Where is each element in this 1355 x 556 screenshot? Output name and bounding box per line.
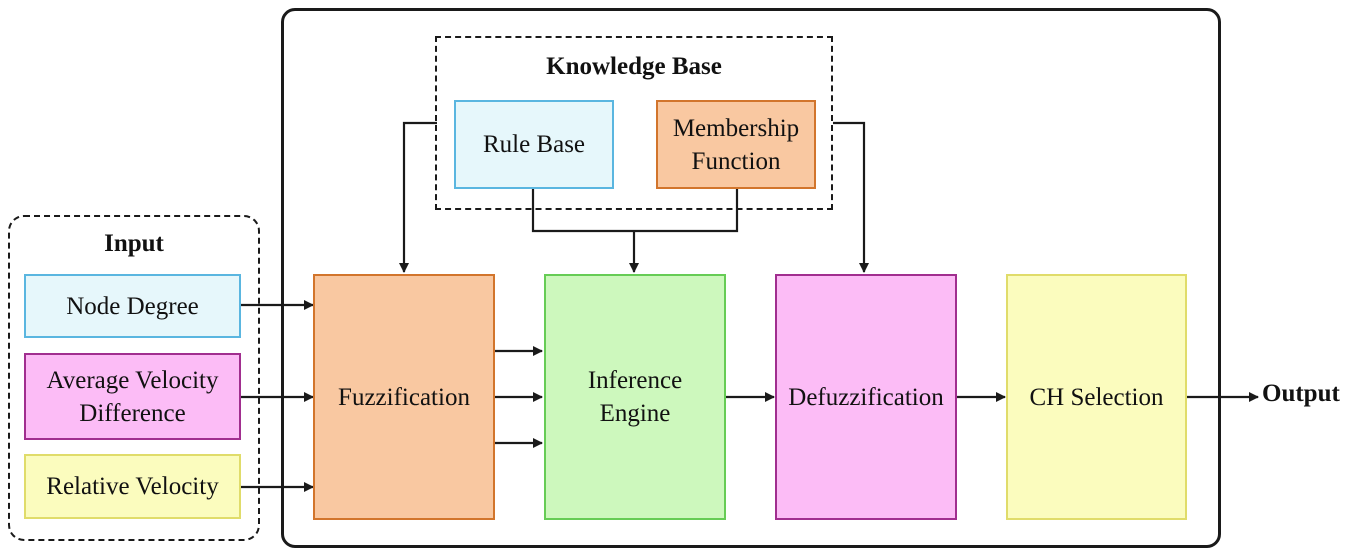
defuzzification-box: Defuzzification	[775, 274, 957, 520]
fuzzification-box: Fuzzification	[313, 274, 495, 520]
membership-function-label-line1: Membership	[672, 114, 800, 142]
output-label: Output	[1262, 380, 1340, 407]
rule-base-box: Rule Base	[454, 100, 614, 189]
average-velocity-difference-label: Average Velocity Difference	[46, 366, 219, 427]
arrow-kb-to-fuzzification	[399, 121, 437, 273]
inference-engine-box: Inference Engine	[544, 274, 726, 520]
membership-function-label-line2: Function	[691, 147, 781, 175]
rule-base-label: Rule Base	[482, 131, 586, 158]
relative-velocity-label: Relative Velocity	[46, 473, 219, 500]
membership-function-box: Membership Function	[656, 100, 816, 189]
knowledge-base-frame	[435, 36, 833, 210]
ch-selection-label: CH Selection	[1029, 383, 1164, 411]
fuzzy-system-frame	[281, 8, 1221, 548]
ch-selection-box: CH Selection	[1006, 274, 1187, 520]
node-degree-box: Node Degree	[24, 274, 241, 338]
input-group-frame	[8, 215, 260, 541]
inference-engine-label-line2: Engine	[599, 400, 671, 427]
knowledge-base-title: Knowledge Base	[546, 53, 722, 80]
defuzzification-label: Defuzzification	[788, 383, 944, 411]
node-degree-label: Node Degree	[66, 292, 199, 320]
inference-engine-label-line1: Inference	[587, 367, 683, 394]
fuzzification-label: Fuzzification	[338, 383, 470, 411]
average-velocity-difference-box: Average Velocity Difference	[24, 353, 241, 440]
relative-velocity-box: Relative Velocity	[24, 454, 241, 519]
input-title: Input	[104, 230, 164, 257]
arrow-kb-to-defuzzification	[833, 121, 869, 273]
